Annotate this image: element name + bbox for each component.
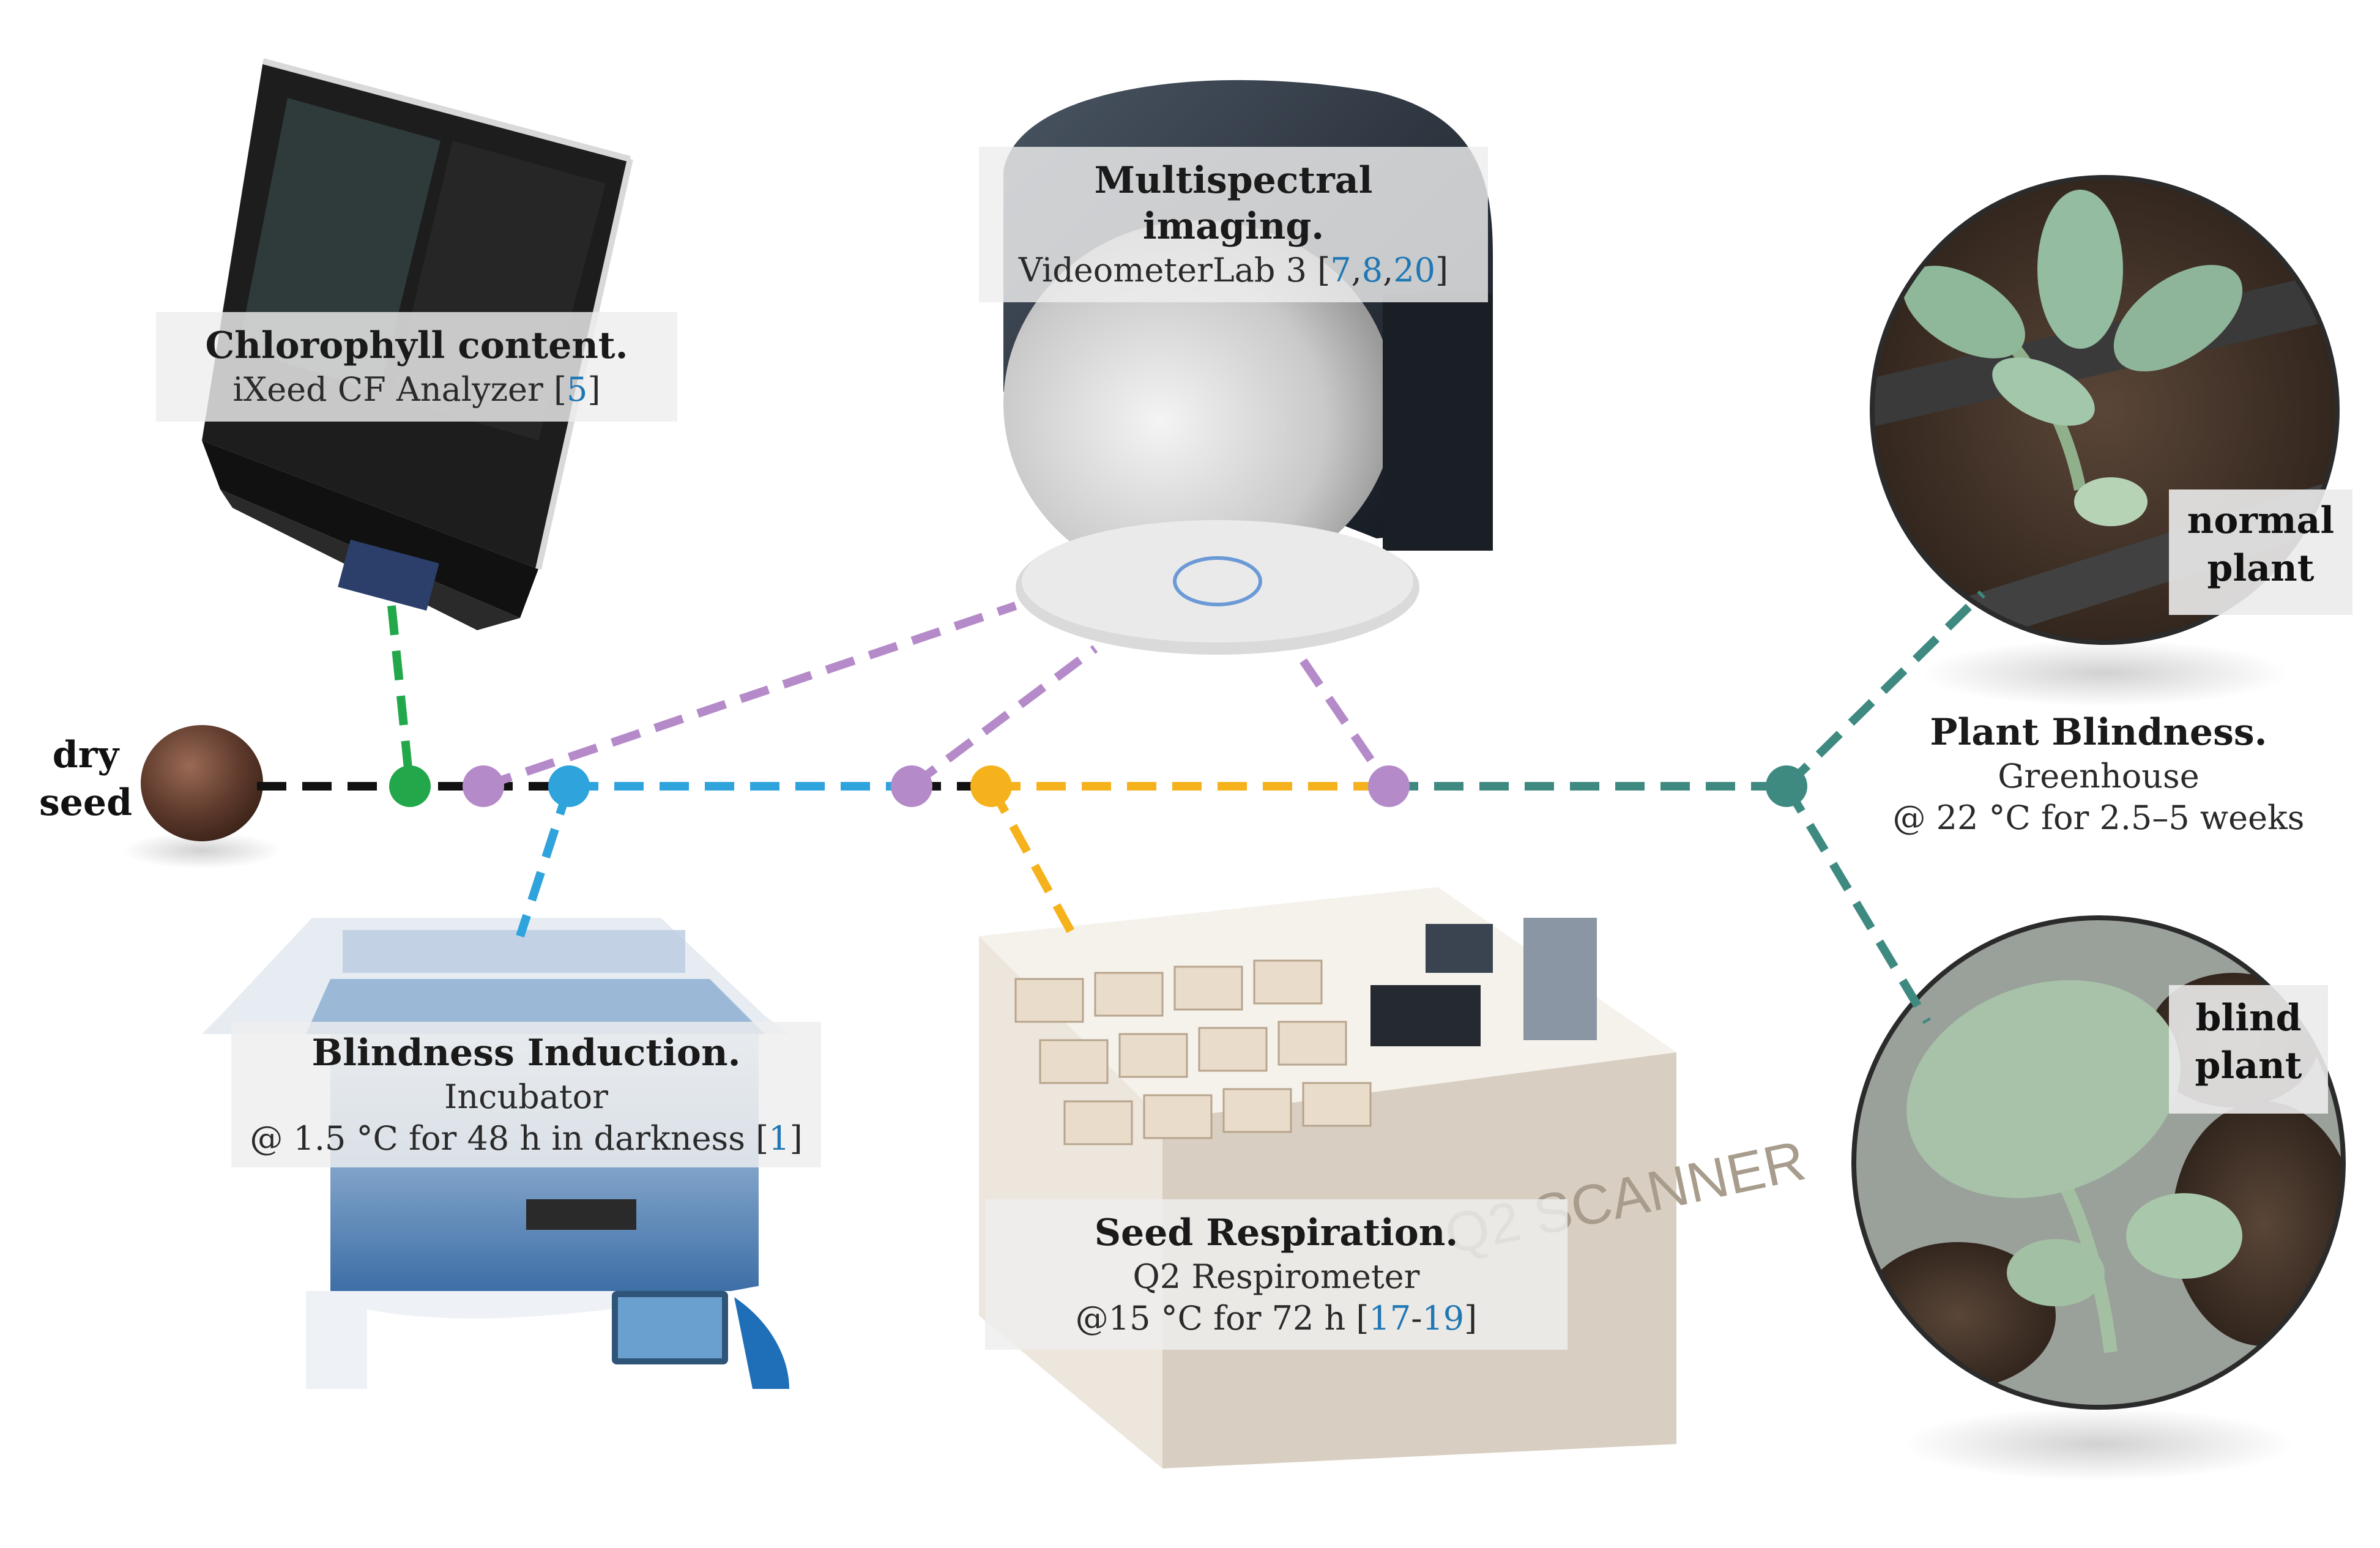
chlorophyll-title: Chlorophyll content. — [205, 324, 628, 367]
respiration-instrument: Q2 Respirometer — [1132, 1257, 1420, 1296]
blindness-label: Plant Blindness. Greenhouse @ 22 °C for … — [1848, 710, 2349, 838]
respiration-label: Seed Respiration. Q2 Respirometer @15 °C… — [985, 1199, 1567, 1350]
blue-connector — [516, 784, 573, 938]
blind-plant-label: blind plant — [2195, 997, 2302, 1087]
respiration-title: Seed Respiration. — [1094, 1211, 1459, 1254]
node-multispectral-2 — [891, 765, 932, 807]
node-chlorophyll — [389, 765, 431, 807]
purple-connector-3 — [1300, 658, 1393, 789]
yellow-connector — [987, 784, 1081, 945]
chlorophyll-instrument: iXeed CF Analyzer [5] — [232, 370, 601, 409]
induction-title: Blindness Induction. — [311, 1032, 741, 1074]
purple-connector-2 — [909, 645, 1098, 790]
multispectral-title: Multispectral imaging. — [1094, 159, 1373, 248]
purple-connector-1 — [482, 601, 1017, 791]
normal-plant-label-bg — [2169, 489, 2352, 615]
node-blindness — [1766, 765, 1807, 807]
multispectral-label: Multispectral imaging. VideometerLab 3 [… — [979, 147, 1488, 302]
teal-connector-blind — [1782, 784, 1932, 1024]
blind-plant-label-bg — [2169, 985, 2328, 1114]
respirometer-image: Q2 SCANNER — [979, 887, 1810, 1468]
induction-instrument: Incubator — [444, 1077, 608, 1116]
blindness-condition: @ 22 °C for 2.5–5 weeks — [1892, 798, 2305, 837]
green-connector — [387, 605, 414, 787]
node-multispectral-3 — [1368, 765, 1410, 807]
multispectral-instrument: VideometerLab 3 [7,8,20] — [1018, 251, 1449, 289]
blindness-title: Plant Blindness. — [1930, 711, 2267, 754]
node-induction — [548, 765, 590, 807]
respiration-condition: @15 °C for 72 h [17-19] — [1075, 1298, 1478, 1338]
blind-plant-image — [1851, 915, 2346, 1481]
seed-label: dry seed — [39, 734, 133, 824]
teal-connector-normal — [1783, 590, 1985, 789]
seed-image — [122, 725, 281, 869]
induction-condition: @ 1.5 °C for 48 h in darkness [1] — [250, 1118, 803, 1158]
blindness-instrument: Greenhouse — [1998, 757, 2200, 795]
normal-plant-image — [1870, 175, 2352, 707]
induction-label: Blindness Induction. Incubator @ 1.5 °C … — [220, 1022, 832, 1167]
normal-plant-label: normal plant — [2187, 499, 2335, 590]
node-multispectral-1 — [463, 765, 504, 807]
chlorophyll-label: Chlorophyll content. iXeed CF Analyzer [… — [156, 312, 677, 422]
node-respiration — [970, 765, 1012, 807]
